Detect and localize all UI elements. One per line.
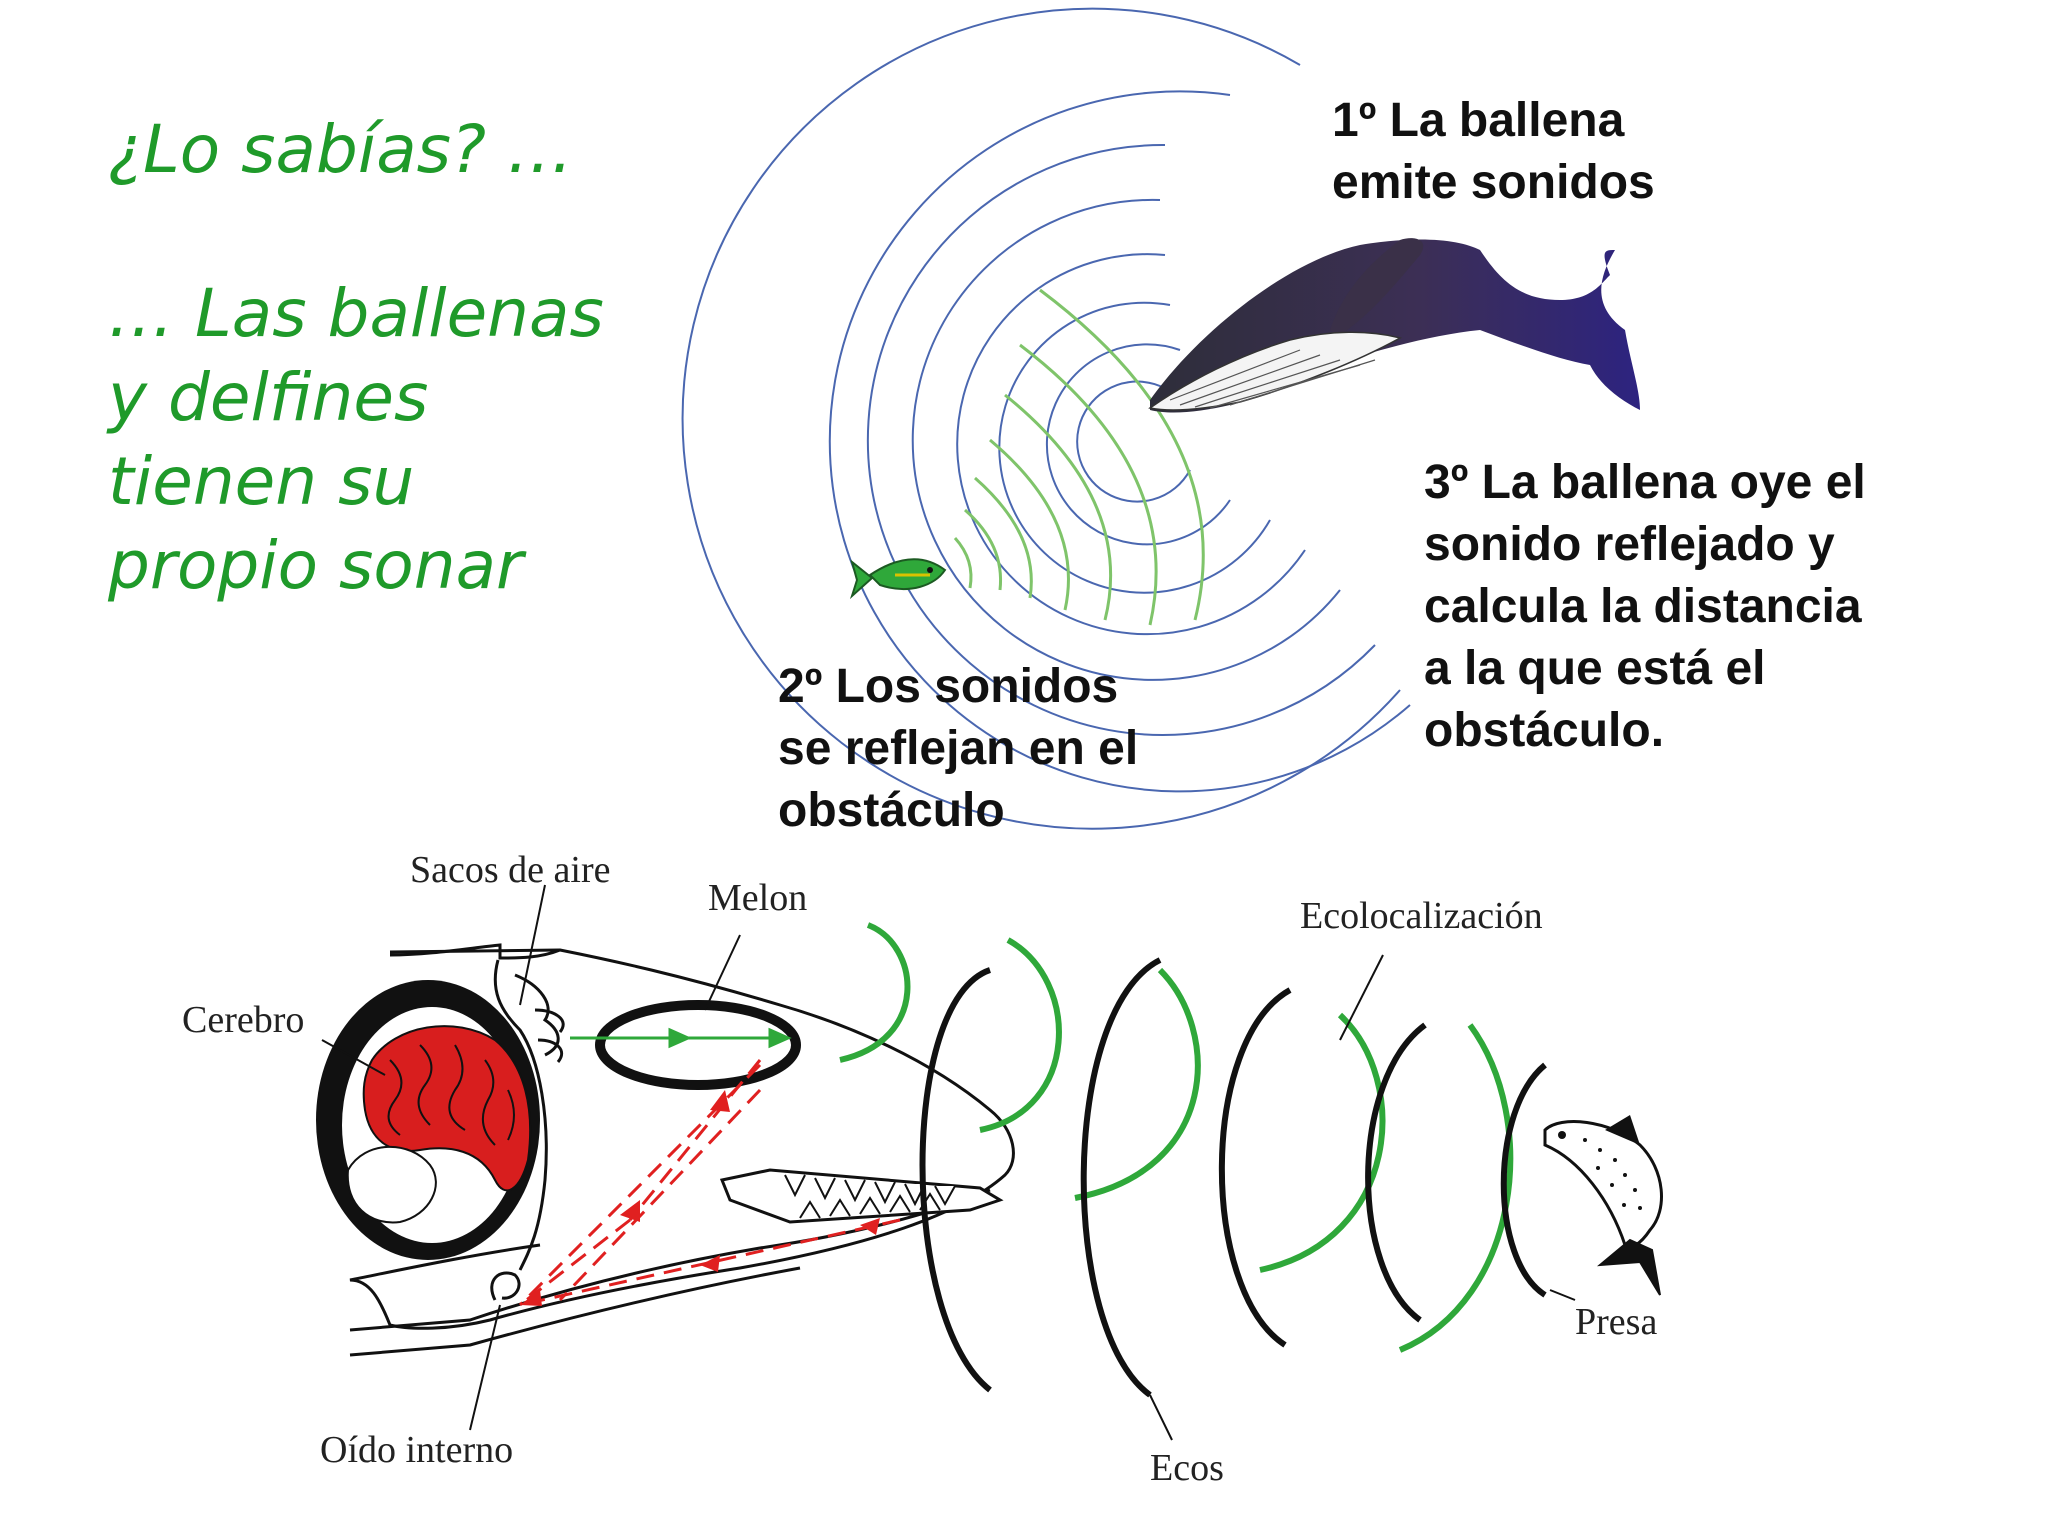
inner-ear: [490, 1271, 521, 1301]
label-cerebro: Cerebro: [182, 999, 304, 1041]
wave-blue-1: [1076, 380, 1191, 503]
wave-blue-6: [866, 143, 1376, 736]
intro-line-1: … Las ballenas: [108, 275, 604, 352]
wave-green-2: [964, 508, 1003, 591]
cerebellum: [346, 1145, 437, 1224]
wave-green-1: [953, 536, 973, 589]
prey-fish-spots: [1583, 1138, 1642, 1210]
whale-throat-grooves: [1169, 349, 1376, 409]
step-3-line-2: sonido reflejado y: [1424, 518, 1835, 571]
label-ecolocalizacion: Ecolocalización: [1300, 895, 1543, 937]
intro-block: ¿Lo sabías? … … Las ballenas y delfines …: [106, 111, 604, 604]
step-3-line-5: obstáculo.: [1424, 704, 1664, 757]
wave-green-6: [1019, 343, 1158, 626]
sonar-waves-green: [953, 288, 1205, 626]
intro-question: ¿Lo sabías? …: [108, 111, 573, 188]
echo-arrowheads: [520, 1090, 880, 1306]
dolphin-top-line: [389, 948, 561, 954]
lower-line: [349, 1266, 801, 1357]
intro-line-4: propio sonar: [107, 527, 527, 604]
whale-pectoral-fin: [1330, 238, 1424, 335]
intro-line-3: tienen su: [108, 443, 414, 520]
dolphin-labels: Sacos de aire Melon Cerebro Oído interno…: [182, 849, 1657, 1489]
leader-lines: [321, 884, 1576, 1441]
prey-fish: [1543, 1115, 1663, 1296]
whale-illustration: [1148, 238, 1640, 413]
label-presa: Presa: [1575, 1301, 1657, 1343]
wave-blue-8: [681, 7, 1401, 830]
step-2-line-1: 2º Los sonidos: [778, 660, 1118, 713]
skull-outline: [493, 959, 548, 1271]
prey-fish-dorsal: [1605, 1115, 1640, 1145]
step-3-line-3: calcula la distancia: [1424, 580, 1862, 633]
step-3-line-4: a la que está el: [1424, 642, 1766, 695]
label-oido: Oído interno: [320, 1429, 513, 1471]
wave-blue-3: [998, 301, 1271, 594]
step-2-line-2: se reflejan en el: [778, 722, 1138, 775]
wave-green-5: [1004, 393, 1113, 621]
label-ecos: Ecos: [1150, 1447, 1224, 1489]
wave-green-4: [989, 438, 1070, 611]
step-2: 2º Los sonidos se reflejan en el obstácu…: [778, 660, 1138, 837]
step-3: 3º La ballena oye el sonido reflejado y …: [1424, 456, 1866, 757]
label-melon: Melon: [708, 877, 807, 919]
step-1-line-1: 1º La ballena: [1332, 94, 1625, 147]
step-1-line-2: emite sonidos: [1332, 156, 1655, 209]
wave-blue-5: [911, 198, 1341, 681]
wave-green-3: [974, 476, 1033, 599]
brain-folds: [387, 1044, 515, 1146]
step-1: 1º La ballena emite sonidos: [1332, 94, 1655, 209]
returning-echo-arcs: [919, 957, 1547, 1398]
melon-arrow: [570, 1027, 792, 1049]
prey-fish-eye: [1558, 1131, 1566, 1139]
step-2-line-3: obstáculo: [778, 784, 1005, 837]
fish-tail: [849, 559, 874, 600]
wave-blue-7: [828, 90, 1411, 793]
fish-obstacle: [849, 558, 947, 600]
wave-green-7: [1039, 288, 1205, 621]
wave-blue-2: [1045, 343, 1231, 546]
air-sacs: [514, 973, 565, 1063]
fish-eye: [927, 567, 933, 573]
melon: [595, 1000, 801, 1090]
prey-fish-tail: [1596, 1238, 1661, 1296]
step-3-line-1: 3º La ballena oye el: [1424, 456, 1866, 509]
label-sacos: Sacos de aire: [410, 849, 610, 891]
dolphin-head-diagram: [316, 884, 1663, 1441]
intro-line-2: y delfines: [106, 359, 428, 436]
sonar-waves-blue: [681, 7, 1411, 830]
prey-fish-body: [1543, 1120, 1663, 1249]
wave-blue-4: [956, 253, 1306, 636]
